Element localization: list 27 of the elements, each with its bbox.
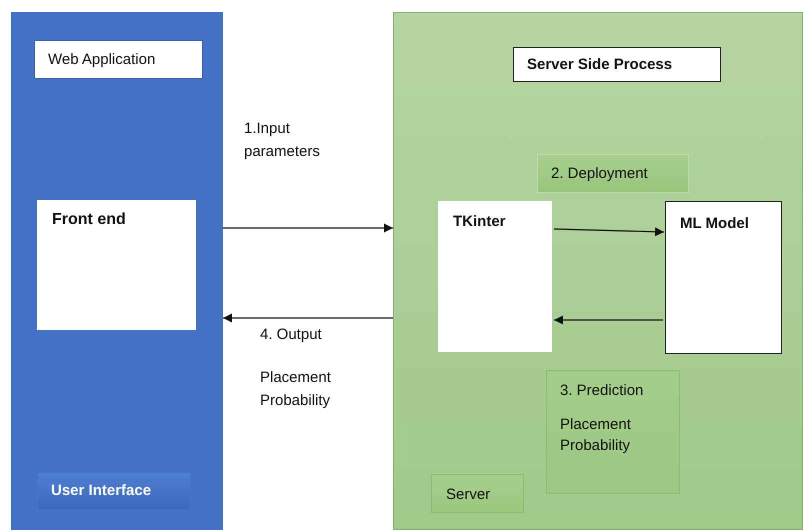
edge-label: 1.Input parameters [244,119,321,162]
process-box [438,201,552,352]
note-text: Placement Probability [260,368,332,412]
node-label: ML Model [680,214,750,234]
step-box [537,154,689,193]
edge-label: 4. Output [260,325,323,345]
step-box [546,370,680,494]
node-label: Front end [52,210,127,230]
arrow [223,224,393,232]
node-note: Placement Probability [560,415,632,456]
server-panel [393,12,803,530]
arrow [554,316,663,324]
arrow [554,227,664,236]
node-label: Web Application [48,50,156,70]
node-label: TKinter [453,212,506,232]
label-box [431,474,524,513]
node-label: 2. Deployment [551,164,649,184]
client-panel [11,12,223,530]
process-box [665,201,782,354]
heading-box [34,40,203,79]
heading-box [513,47,721,82]
node-label: 3. Prediction [560,381,644,401]
node-label: Server [446,485,492,505]
process-box [37,200,196,330]
arrow [223,314,393,322]
node-label: Server Side Process [527,55,674,75]
node-label: User Interface [51,481,152,501]
